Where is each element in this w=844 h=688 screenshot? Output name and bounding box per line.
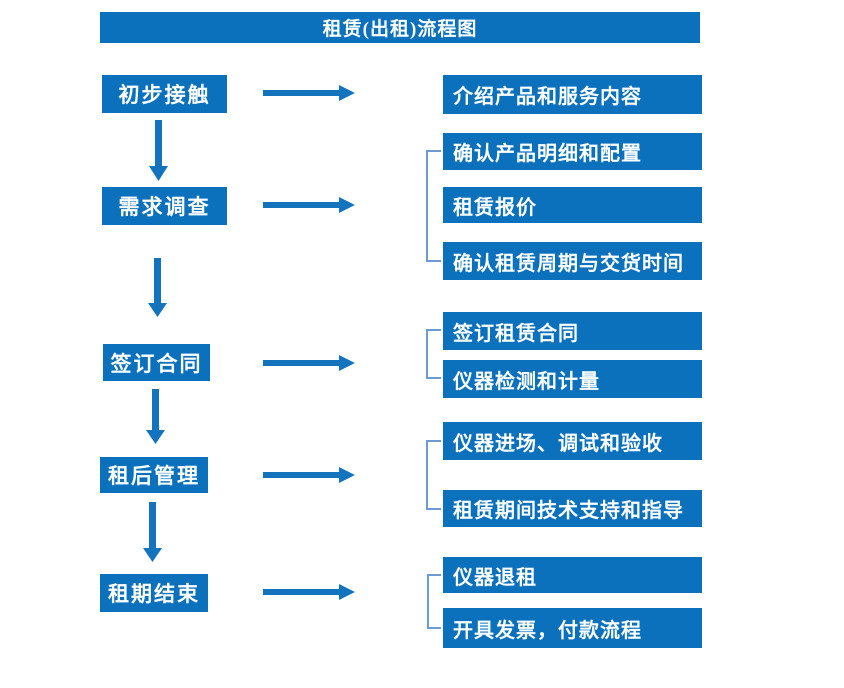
arrow-down-icon-1 <box>149 120 168 181</box>
arrow-down-icon-2 <box>148 258 167 317</box>
stage-box-post-rental-management: 租后管理 <box>100 457 208 493</box>
detail-box-technical-support: 租赁期间技术支持和指导 <box>443 490 702 527</box>
stage-label: 租后管理 <box>108 464 200 488</box>
detail-label: 确认产品明细和配置 <box>453 143 642 165</box>
stage-label: 需求调查 <box>118 195 211 219</box>
detail-box-invoice-payment: 开具发票，付款流程 <box>443 608 702 648</box>
arrow-right-icon-2 <box>263 197 355 213</box>
detail-label: 确认租赁周期与交货时间 <box>453 252 684 275</box>
stage-box-sign-contract: 签订合同 <box>103 344 210 381</box>
detail-box-instrument-return: 仪器退租 <box>443 557 702 593</box>
stage-label: 签订合同 <box>110 351 203 376</box>
stage-box-needs-survey: 需求调查 <box>102 187 227 225</box>
stage-box-initial-contact: 初步接触 <box>102 75 227 113</box>
detail-box-sign-rental-contract: 签订租赁合同 <box>443 312 702 350</box>
detail-box-instrument-commissioning: 仪器进场、调试和验收 <box>443 422 702 460</box>
detail-label: 租赁报价 <box>453 196 537 219</box>
arrow-right-icon-1 <box>263 85 355 101</box>
arrow-down-icon-3 <box>146 389 165 444</box>
arrow-down-icon-4 <box>143 502 162 562</box>
stage-label: 初步接触 <box>118 83 211 107</box>
detail-label: 开具发票，付款流程 <box>453 619 642 642</box>
detail-label: 租赁期间技术支持和指导 <box>453 500 684 522</box>
detail-box-instrument-testing: 仪器检测和计量 <box>443 360 702 398</box>
detail-box-confirm-product-config: 确认产品明细和配置 <box>443 133 702 170</box>
bracket-rental-end <box>427 574 441 629</box>
stage-box-rental-end: 租期结束 <box>100 574 208 612</box>
arrow-right-icon-3 <box>263 355 355 371</box>
detail-label: 介绍产品和服务内容 <box>453 86 642 108</box>
bracket-sign-contract <box>426 329 441 379</box>
stage-label: 租期结束 <box>108 582 200 606</box>
detail-label: 仪器检测和计量 <box>453 370 600 393</box>
title-bar: 租赁(出租)流程图 <box>100 12 700 43</box>
detail-box-rental-quote: 租赁报价 <box>443 187 702 223</box>
detail-box-introduce-products: 介绍产品和服务内容 <box>443 75 702 114</box>
detail-label: 仪器进场、调试和验收 <box>453 432 663 455</box>
page-title: 租赁(出租)流程图 <box>322 19 478 40</box>
arrow-right-icon-4 <box>263 467 355 483</box>
bracket-needs-survey <box>426 150 441 262</box>
detail-label: 仪器退租 <box>453 566 537 589</box>
arrow-right-icon-5 <box>263 584 355 600</box>
detail-label: 签订租赁合同 <box>453 322 579 345</box>
bracket-post-rental <box>426 440 441 510</box>
detail-box-confirm-rental-period: 确认租赁周期与交货时间 <box>443 242 702 280</box>
